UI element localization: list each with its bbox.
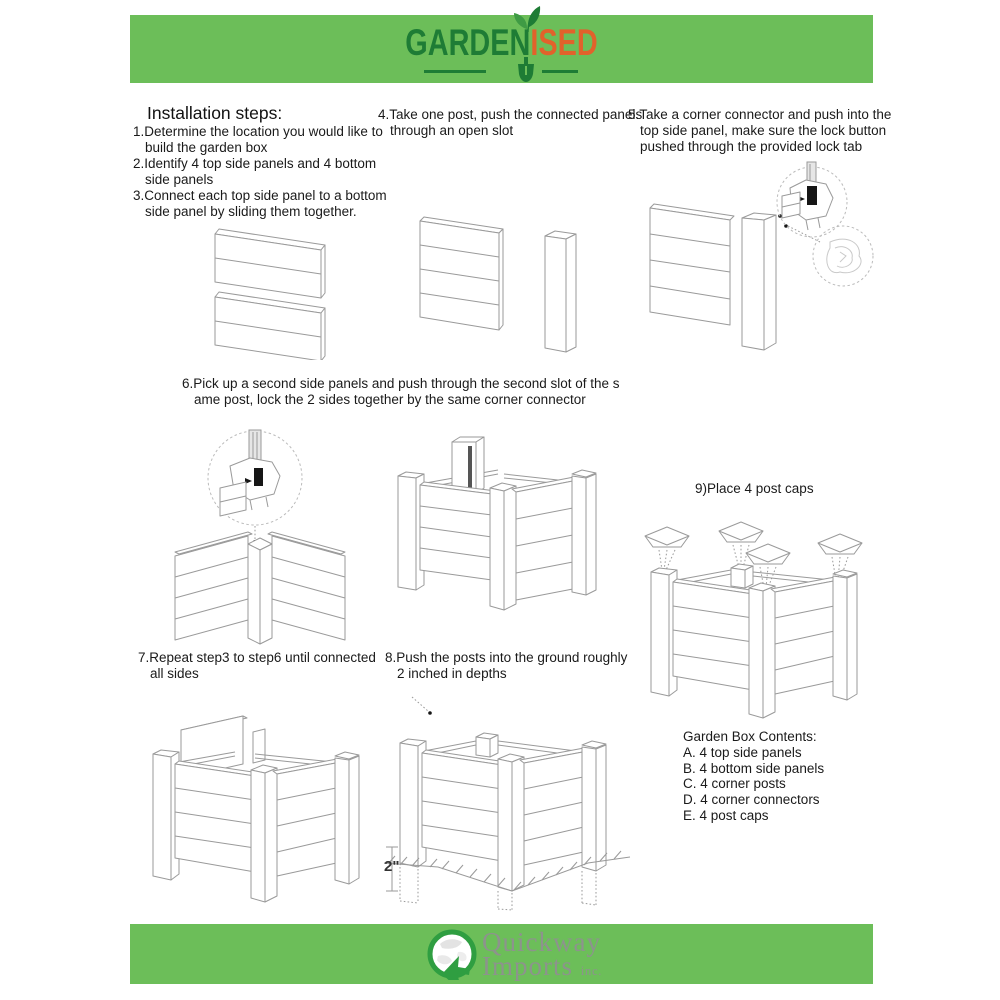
step-7-line: all sides: [150, 666, 199, 681]
post-cap: [644, 526, 690, 571]
ground-depth-diagram: [383, 696, 631, 911]
step-2-line: 2.Identify 4 top side panels and 4 botto…: [133, 156, 377, 171]
step-4-line: through an open slot: [390, 123, 514, 138]
contents-list: Garden Box Contents: A. 4 top side panel…: [683, 729, 824, 824]
step-5: 5.Take a corner connector and push into …: [628, 107, 891, 155]
footer-bar: Quickway Imports inc.: [130, 924, 873, 984]
globe-cursor-icon: [427, 929, 477, 980]
brand-underline-right: [541, 70, 578, 73]
step-7: 7.Repeat step3 to step6 until connected …: [138, 650, 376, 682]
step-8-line: 8.Push the posts into the ground roughly: [385, 650, 628, 665]
step-5-line: 5.Take a corner connector and push into …: [628, 107, 892, 122]
contents-item: A. 4 top side panels: [683, 744, 802, 760]
step-2-line: side panels: [145, 172, 214, 187]
contents-item: B. 4 bottom side panels: [683, 760, 825, 776]
step-3-line: side panel by sliding them together.: [145, 204, 357, 219]
step-5-line: top side panel, make sure the lock butto…: [640, 123, 887, 138]
contents-title: Garden Box Contents:: [683, 729, 817, 744]
step-3: 3.Connect each top side panel to a botto…: [133, 188, 387, 220]
step-5-line: pushed through the provided lock tab: [640, 139, 863, 154]
company-line2-text: Imports: [482, 951, 573, 981]
repeat-all-sides-diagram: [152, 715, 360, 903]
brand-part2: ISED: [530, 22, 598, 63]
step-1-line: 1.Determine the location you would like …: [133, 124, 383, 139]
contents-item: D. 4 corner connectors: [683, 792, 820, 808]
contents-item: C. 4 corner posts: [683, 776, 786, 792]
panel-and-post-diagram: [419, 216, 577, 353]
step-3-line: 3.Connect each top side panel to a botto…: [133, 188, 387, 203]
step-1: 1.Determine the location you would like …: [133, 124, 383, 156]
company-name: Quickway Imports inc.: [482, 927, 602, 983]
company-line2: Imports inc.: [482, 951, 602, 983]
depth-dimension-label: 2": [384, 858, 400, 875]
second-panel-connector-diagram: [174, 429, 346, 645]
step-4-line: 4.Take one post, push the connected pane…: [378, 107, 643, 122]
brand-part1: GARDEN: [405, 22, 531, 63]
shovel-icon: [517, 57, 534, 82]
step-6-line: ame post, lock the 2 sides together by t…: [194, 392, 586, 407]
contents-item: E. 4 post caps: [683, 807, 769, 823]
step-7-line: 7.Repeat step3 to step6 until connected: [138, 650, 376, 665]
corner-connector-diagram: [649, 161, 874, 351]
side-panels-diagram: [214, 228, 326, 360]
step-8: 8.Push the posts into the ground roughly…: [385, 650, 627, 682]
company-suffix: inc.: [580, 963, 602, 978]
step-6-line: 6.Pick up a second side panels and push …: [182, 376, 620, 391]
step-6: 6.Pick up a second side panels and push …: [182, 376, 620, 408]
partial-box-diagram: [397, 436, 597, 611]
company-line1: Quickway: [482, 927, 601, 957]
brand-underline-left: [423, 70, 486, 73]
leaf-icon: [513, 6, 540, 33]
step-9: 9)Place 4 post caps: [695, 481, 814, 496]
step-2: 2.Identify 4 top side panels and 4 botto…: [133, 156, 376, 188]
step-8-line: 2 inched in depths: [397, 666, 507, 681]
post-caps-diagram: [644, 521, 863, 719]
installation-title: Installation steps:: [147, 103, 283, 123]
step-1-line: build the garden box: [145, 140, 268, 155]
step-4: 4.Take one post, push the connected pane…: [378, 107, 642, 139]
